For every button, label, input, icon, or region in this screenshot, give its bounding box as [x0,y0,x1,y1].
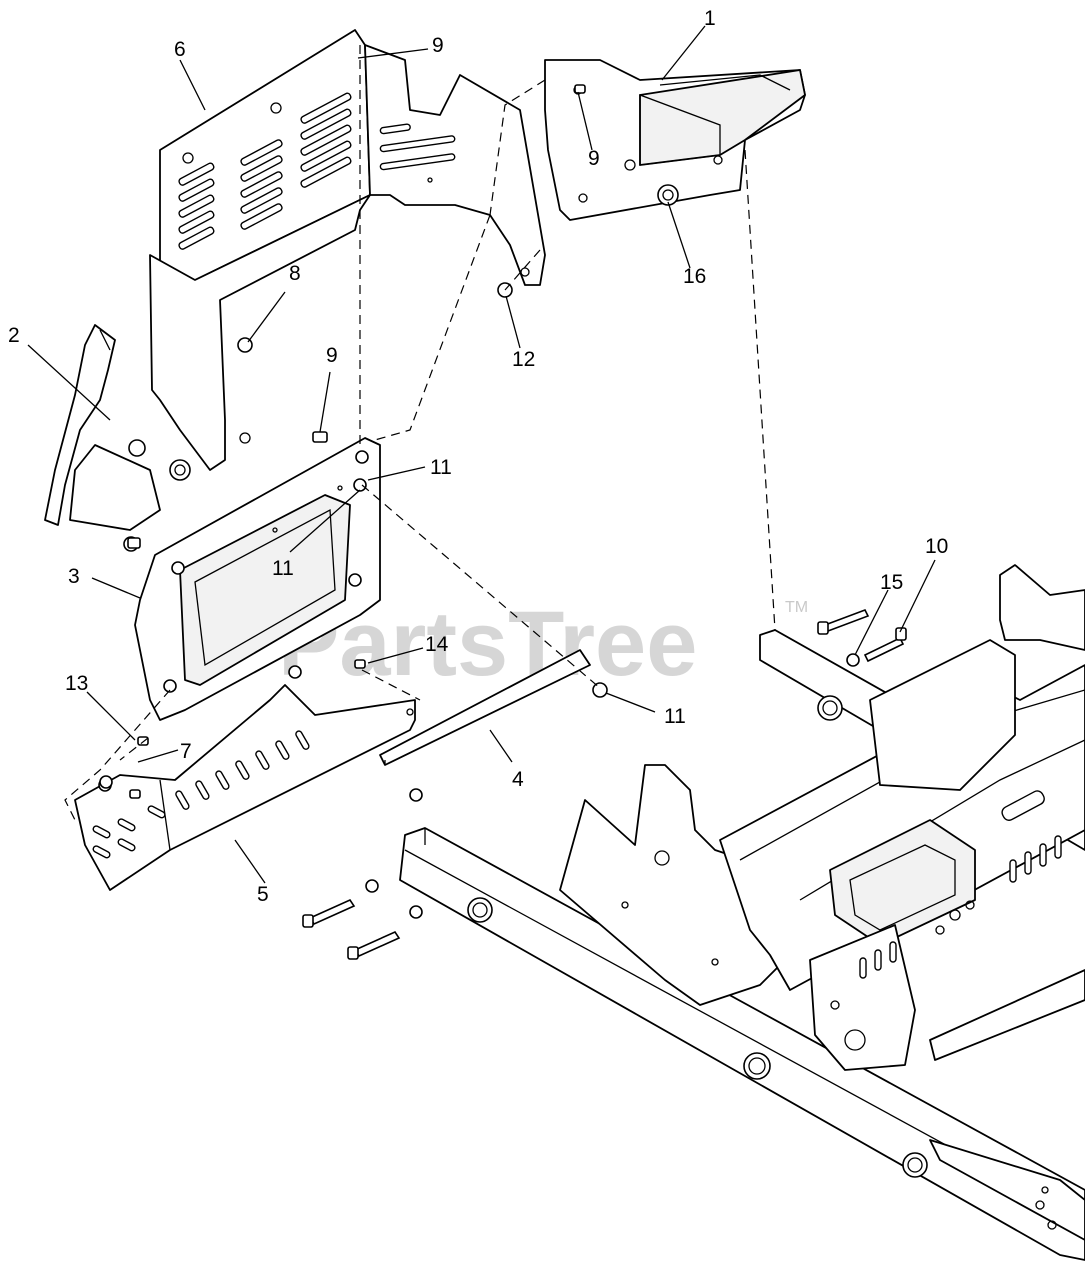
callout-5: 5 [257,883,269,906]
callout-16: 16 [683,265,706,288]
part-5-base-bracket[interactable] [74,684,416,891]
callout-10: 10 [925,535,948,558]
callout-11-left: 11 [272,557,294,580]
main-chassis-frame[interactable] [399,564,1085,1261]
base-bracket-slots [92,730,310,859]
callout-leader-lines [27,25,936,884]
part-2-left-bracket[interactable] [44,324,161,552]
bolts-and-washers[interactable] [99,84,907,960]
callout-9-bracket: 9 [588,147,600,170]
callout-7: 7 [180,740,192,763]
watermark-trademark: TM [785,599,808,616]
callout-11-right: 11 [430,456,452,479]
callout-12: 12 [512,348,535,371]
part-3-frame-bracket[interactable] [134,437,381,721]
callout-9-mid: 9 [326,344,338,367]
callout-2: 2 [8,324,20,347]
part-4-long-plate[interactable] [379,649,591,802]
callout-1: 1 [704,7,716,30]
callout-13: 13 [65,672,88,695]
part-6-vented-panel[interactable] [149,29,371,481]
part-6-side-panel[interactable] [364,44,546,286]
callout-3: 3 [68,565,80,588]
callout-15: 15 [880,571,903,594]
callout-labels: 1 6 9 9 16 8 12 2 9 11 11 3 10 15 14 13 … [8,7,948,906]
vent-slots [178,92,352,250]
part-1-upper-bracket[interactable] [544,59,806,221]
callout-9-top: 9 [432,34,444,57]
callout-14: 14 [425,633,449,656]
callout-6: 6 [174,38,186,61]
assembly-dashed-lines [64,45,776,821]
callout-4: 4 [512,768,524,791]
callout-11-lower: 11 [664,705,686,728]
callout-8: 8 [289,262,301,285]
